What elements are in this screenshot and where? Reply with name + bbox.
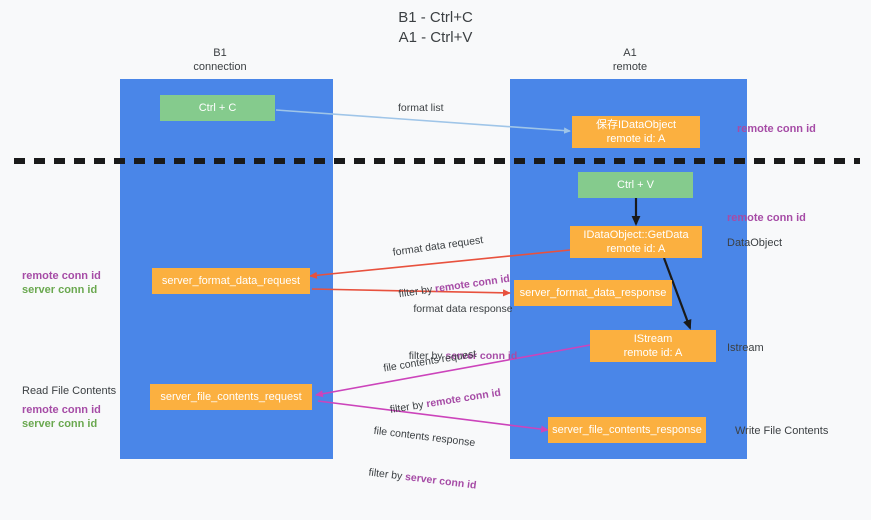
edge-label-format-data-response: format data response filter by server co…	[388, 274, 538, 391]
diagram-canvas: B1 - Ctrl+C A1 - Ctrl+V B1 connection A1…	[14, 9, 860, 492]
annot-left-server-conn-id: server conn id	[22, 284, 98, 296]
node-server-file-contents-request[interactable]: server_file_contents_request	[150, 384, 312, 410]
edge-label-format-data-response-line2: filter by server conn id	[408, 350, 518, 362]
annot-right-write-file-contents: Write File Contents	[735, 425, 829, 437]
edge-label-format-list: format list	[398, 102, 444, 114]
node-save-idataobject[interactable]: 保存IDataObject remote id: A	[572, 116, 700, 148]
node-server-file-contents-response[interactable]: server_file_contents_response	[548, 417, 706, 443]
edge-key-server-conn-id-2: server conn id	[404, 470, 478, 492]
annot-left-remote-conn-id: remote conn id	[22, 270, 101, 282]
annot-right-istream: Istream	[727, 342, 764, 354]
node-server-format-data-request-label: server_format_data_request	[161, 275, 301, 287]
node-istream[interactable]: IStream remote id: A	[590, 330, 716, 362]
edge-label-format-data-response-line1: format data response	[413, 303, 513, 315]
node-ctrl-v[interactable]: Ctrl + V	[578, 172, 693, 198]
annot-right-dataobject: DataObject	[727, 237, 783, 249]
annot-right-remote-conn-id-mid: remote conn id	[727, 212, 806, 224]
edge-key-server-conn-id-1: server conn id	[445, 350, 518, 362]
node-save-idataobject-line2: remote id: A	[606, 133, 666, 145]
node-istream-line2: remote id: A	[623, 347, 683, 359]
annot-left-server-conn-id-2: server conn id	[22, 418, 98, 430]
edge-label-file-contents-request-line1: file contents request	[382, 347, 478, 375]
node-server-file-contents-request-label: server_file_contents_request	[160, 391, 302, 403]
annot-right-remote-conn-id-top: remote conn id	[737, 123, 816, 135]
node-server-format-data-request[interactable]: server_format_data_request	[152, 268, 310, 294]
edge-label-format-data-request-line1: format data request	[392, 234, 484, 259]
edge-label-file-contents-response-line1: file contents response	[373, 424, 476, 450]
column-header-b1: B1 connection	[193, 47, 247, 73]
edge-label-file-contents-response: file contents response filter by server …	[364, 396, 485, 520]
node-idataobject-getdata-line2: remote id: A	[606, 243, 666, 255]
node-server-format-data-response-label: server_format_data_response	[519, 287, 667, 299]
page-title: B1 - Ctrl+C A1 - Ctrl+V	[398, 9, 473, 46]
node-idataobject-getdata[interactable]: IDataObject::GetData remote id: A	[570, 226, 702, 258]
edge-label-file-contents-response-line2: filter by server conn id	[367, 466, 478, 492]
node-istream-line1: IStream	[633, 333, 673, 345]
node-ctrl-v-label: Ctrl + V	[617, 179, 654, 191]
node-idataobject-getdata-line1: IDataObject::GetData	[583, 229, 689, 241]
node-ctrl-c[interactable]: Ctrl + C	[160, 95, 275, 121]
node-server-format-data-response[interactable]: server_format_data_response	[514, 280, 672, 306]
node-save-idataobject-line1: 保存IDataObject	[595, 119, 677, 131]
node-ctrl-c-label: Ctrl + C	[198, 102, 237, 114]
node-server-file-contents-response-label: server_file_contents_response	[552, 424, 702, 436]
column-header-a1: A1 remote	[612, 47, 648, 73]
annot-left-read-file-contents: Read File Contents	[22, 385, 117, 397]
annot-left-remote-conn-id-2: remote conn id	[22, 404, 101, 416]
